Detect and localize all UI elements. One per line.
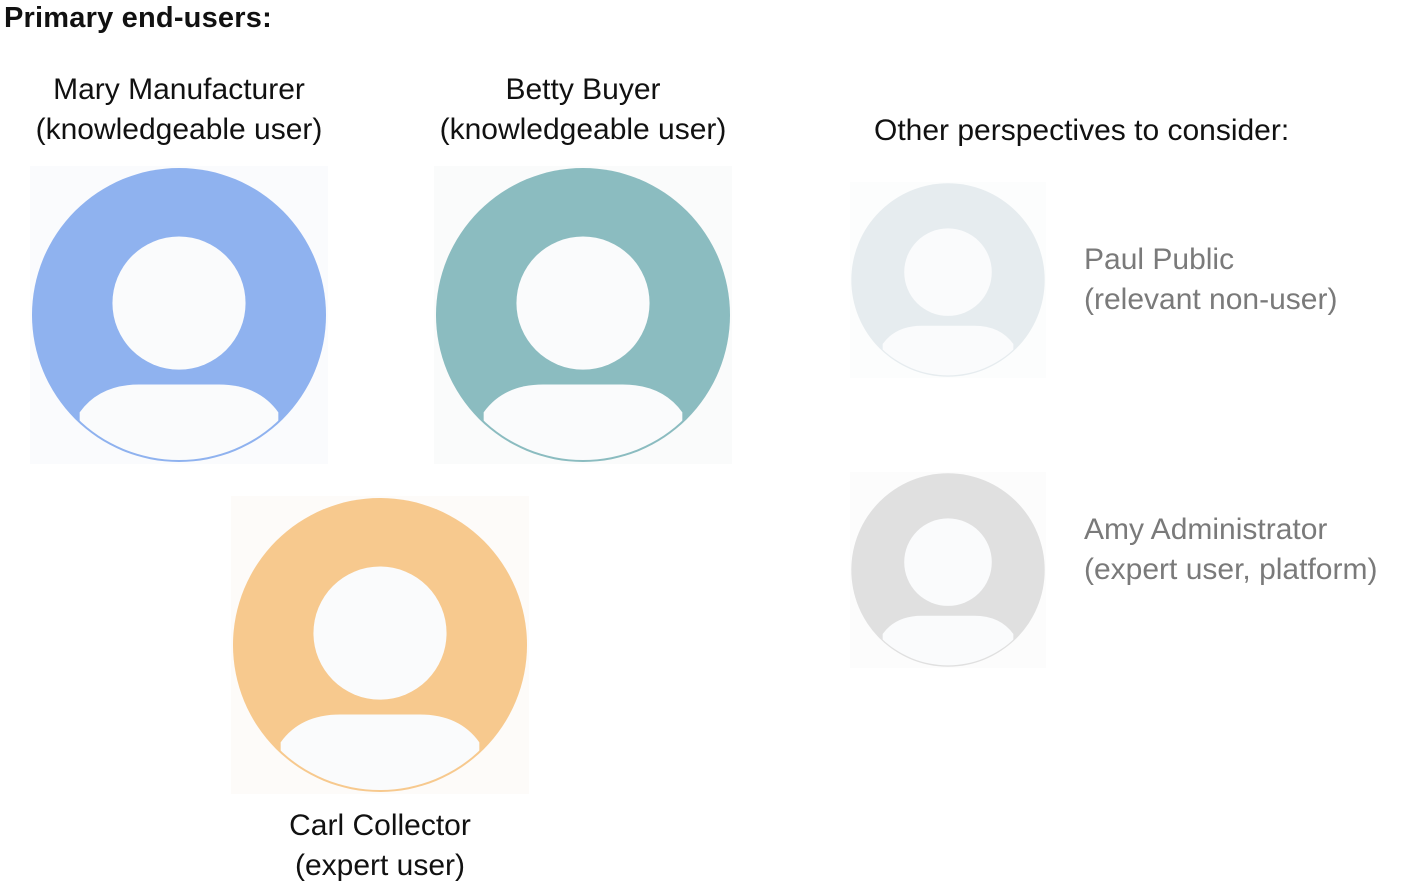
persona-caption-carl: Carl Collector (expert user) bbox=[230, 806, 530, 886]
avatar-body bbox=[882, 615, 1014, 666]
avatar-body bbox=[882, 325, 1014, 376]
persona-name: Amy Administrator bbox=[1084, 513, 1328, 546]
persona-role: (expert user, platform) bbox=[1084, 553, 1378, 586]
avatar-head bbox=[904, 518, 992, 606]
user-avatar-icon bbox=[434, 166, 732, 464]
user-avatar-icon bbox=[231, 496, 529, 794]
avatar-body bbox=[79, 384, 279, 461]
persona-role: (knowledgeable user) bbox=[35, 113, 323, 146]
user-avatar-icon bbox=[850, 182, 1046, 378]
persona-caption-mary: Mary Manufacturer (knowledgeable user) bbox=[16, 70, 342, 150]
avatar-head bbox=[516, 236, 650, 370]
persona-role: (expert user) bbox=[294, 849, 466, 882]
persona-name: Betty Buyer bbox=[505, 73, 661, 106]
persona-role: (relevant non-user) bbox=[1084, 283, 1338, 316]
avatar-body bbox=[483, 384, 683, 461]
persona-role: (knowledgeable user) bbox=[439, 113, 727, 146]
avatar-head bbox=[904, 228, 992, 316]
other-perspectives-title: Other perspectives to consider: bbox=[874, 114, 1290, 147]
page-heading: Primary end-users: bbox=[4, 2, 272, 34]
persona-caption-amy: Amy Administrator (expert user, platform… bbox=[1084, 510, 1377, 590]
persona-name: Paul Public bbox=[1084, 243, 1235, 276]
user-avatar-icon bbox=[30, 166, 328, 464]
user-avatar-icon bbox=[850, 472, 1046, 668]
persona-name: Carl Collector bbox=[289, 809, 471, 842]
avatar-body bbox=[280, 714, 480, 791]
persona-name: Mary Manufacturer bbox=[53, 73, 305, 106]
persona-caption-betty: Betty Buyer (knowledgeable user) bbox=[420, 70, 746, 150]
avatar-head bbox=[112, 236, 246, 370]
persona-caption-paul: Paul Public (relevant non-user) bbox=[1084, 240, 1337, 320]
avatar-head bbox=[313, 566, 447, 700]
